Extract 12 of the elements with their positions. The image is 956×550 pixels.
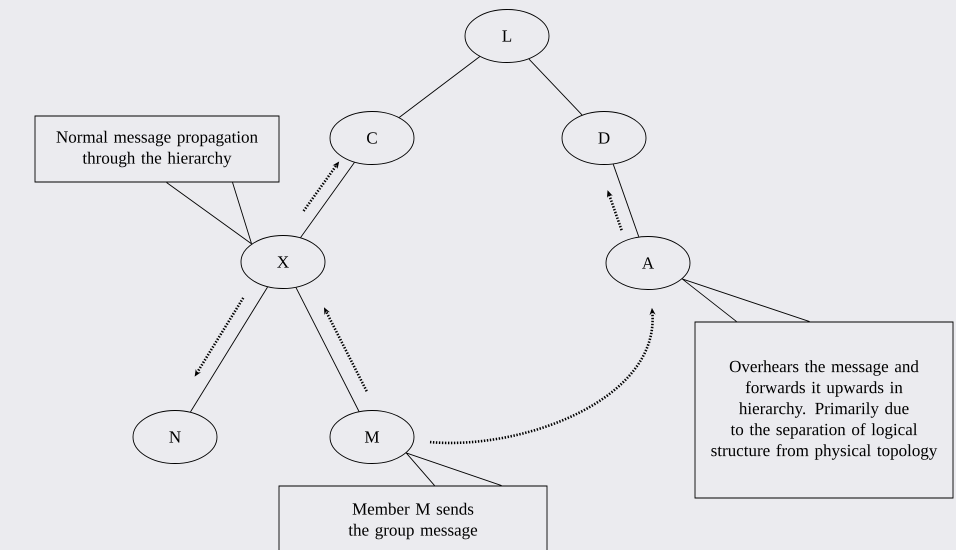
tree-link bbox=[398, 56, 480, 118]
callout-box: Overhears the message and forwards it upwards in hierarchy. Primarily due to the separation of logical structure from physical topology bbox=[694, 322, 954, 498]
callout-box: Normal message propagation through the hierarchy bbox=[34, 116, 280, 182]
callout-pointer bbox=[166, 182, 252, 244]
tree-link bbox=[190, 286, 268, 412]
tree-link bbox=[612, 164, 640, 238]
callout-pointer bbox=[682, 278, 810, 322]
tree-link bbox=[296, 287, 360, 412]
callout-pointer bbox=[406, 452, 502, 486]
tree-link bbox=[528, 58, 583, 116]
callout-box: Member M sends the group message bbox=[278, 486, 548, 550]
tree-link bbox=[300, 162, 355, 238]
